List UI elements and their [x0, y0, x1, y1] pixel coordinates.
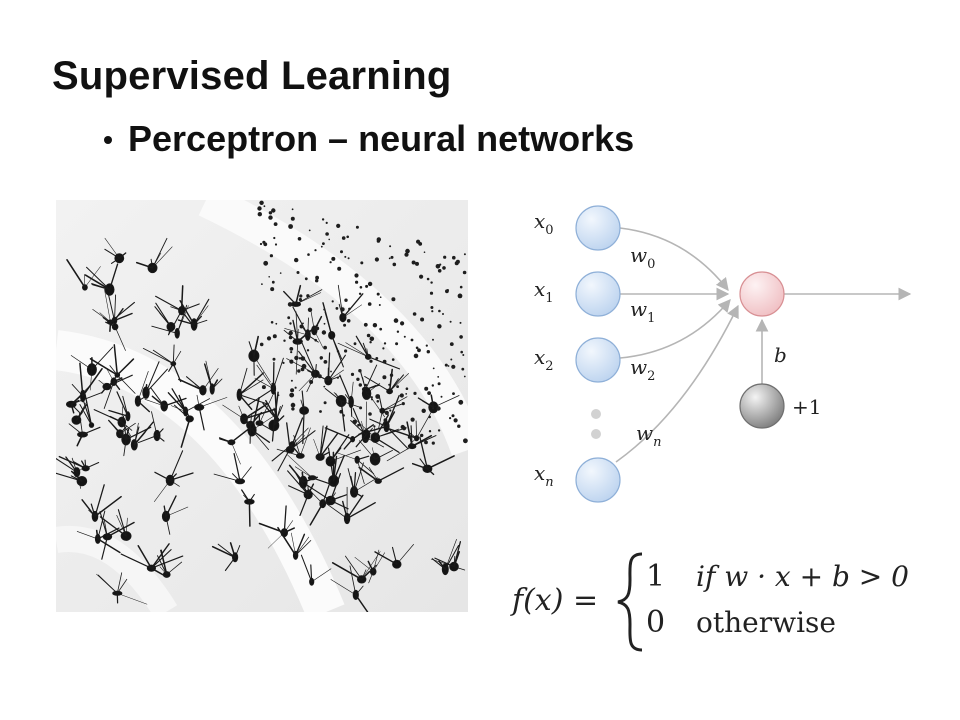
slide-title: Supervised Learning	[52, 54, 452, 98]
formula-lhs: f(x) =	[510, 583, 598, 618]
ellipsis-dot	[591, 409, 601, 419]
weight-label-2: w2	[630, 355, 655, 384]
curly-brace-icon	[617, 552, 643, 652]
case1-value: 1	[646, 559, 665, 594]
input-node-2	[575, 337, 621, 383]
bias-node	[739, 383, 785, 429]
input-label-2: x2	[534, 345, 554, 374]
weight-label-0: w0	[630, 243, 655, 272]
neuron-micrograph-image	[56, 200, 468, 612]
output-node	[739, 271, 785, 317]
input-node-1	[575, 271, 621, 317]
input-label-n: xn	[534, 461, 554, 490]
bullet-text: Perceptron – neural networks	[128, 118, 635, 159]
input-node-n	[575, 457, 621, 503]
bias-label: b	[774, 343, 787, 367]
case2-value: 0	[646, 605, 665, 640]
bullet-item: Perceptron – neural networks	[104, 118, 634, 160]
ellipsis-dot	[591, 429, 601, 439]
input-label-0: x0	[534, 209, 554, 238]
activation-formula: f(x) = 1 if w · x + b > 0 0 otherwise	[510, 552, 909, 652]
edge-wn	[615, 304, 739, 463]
input-node-0	[575, 205, 621, 251]
bias-value: +1	[792, 395, 821, 419]
weight-label-1: w1	[630, 297, 655, 326]
weight-label-n: wn	[636, 421, 662, 450]
edge-w2	[619, 299, 731, 359]
perceptron-diagram: x0 x1 x2 xn w0 w1 w2 wn b +1	[534, 205, 912, 503]
bullet-dot-icon	[104, 136, 112, 144]
edge-w0	[619, 227, 729, 292]
case2-condition: otherwise	[696, 606, 836, 639]
input-label-1: x1	[534, 277, 554, 306]
case1-condition: if w · x + b > 0	[696, 560, 909, 593]
